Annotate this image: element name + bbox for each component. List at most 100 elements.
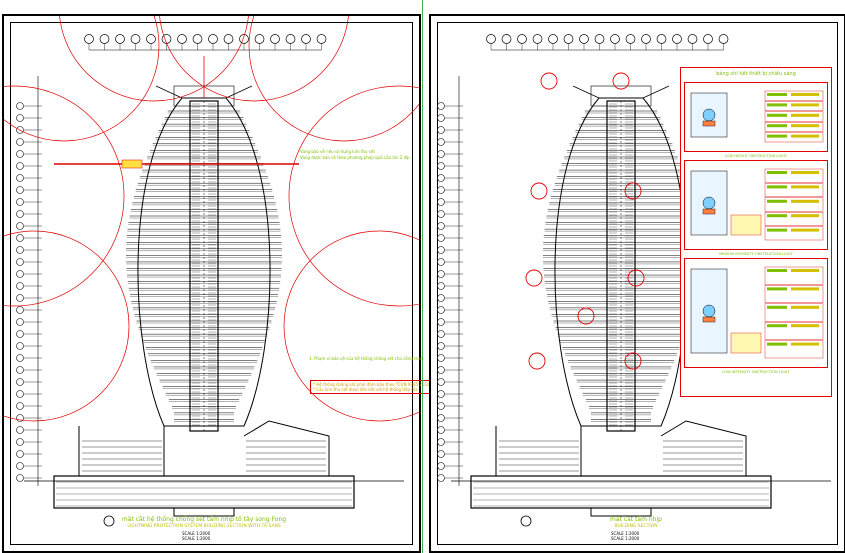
rolling-sphere-arc: [4, 85, 125, 307]
foundation: [590, 508, 652, 517]
level-bubble: [437, 162, 445, 170]
right-sheet-title: mặt cắt tầm nhịp: [610, 516, 662, 523]
left-sheet-inner-border: [10, 22, 413, 545]
tower-crown: [572, 85, 670, 99]
obstruction-light-mark: [624, 182, 642, 200]
grid-bubble: [501, 34, 512, 44]
level-bubble: [16, 102, 24, 110]
legend-section-low-height: LOW HEIGHT OBSTRUCTION LIGHT: [684, 82, 828, 158]
level-bubble: [437, 282, 445, 290]
level-bubble: [437, 366, 445, 374]
grid-bubble: [270, 34, 280, 44]
legend-detail-2: [690, 168, 824, 241]
grid-bubble: [563, 34, 574, 44]
level-bubble: [437, 234, 445, 242]
legend-table-text: [791, 199, 819, 203]
grid-bubble: [594, 34, 605, 44]
level-bubble: [16, 222, 24, 230]
light-fixture-icon: [702, 108, 716, 122]
obstruction-light-mark: [525, 269, 543, 287]
left-sheet-subtitle: LIGHTNING PROTECTION SYSTEM BUILDING SEC…: [127, 524, 281, 529]
level-bubble: [437, 198, 445, 206]
level-bubble: [16, 366, 24, 374]
level-bubble: [16, 342, 24, 350]
level-bubble: [16, 438, 24, 446]
level-bubble: [437, 270, 445, 278]
light-base-icon: [702, 316, 716, 323]
grid-bubble: [517, 34, 527, 44]
grid-axis-bubbles-right: [486, 34, 729, 51]
legend-table-text: [767, 324, 787, 328]
grid-bubble: [672, 34, 682, 44]
grid-bubble: [610, 34, 620, 44]
tower-section-right: [451, 85, 831, 527]
level-bubble: [16, 210, 24, 218]
grid-bubble: [548, 34, 558, 44]
level-bubble: [16, 114, 24, 122]
legend-table-text: [767, 305, 787, 309]
legend-title: bảng chi tiết thiết bị chiếu sáng: [716, 71, 796, 77]
grid-bubble: [486, 34, 496, 44]
basement: [53, 475, 355, 509]
level-bubble: [437, 126, 445, 134]
note-lightning-requirements: * Hệ thống chống sét phải đảm bảo theo T…: [310, 380, 433, 394]
obstruction-light-mark: [627, 269, 645, 287]
level-bubble: [16, 294, 24, 302]
legend-table-text: [767, 134, 787, 138]
grid-bubble: [115, 34, 125, 44]
legend-detail-1: [690, 90, 824, 143]
legend-table-text: [791, 287, 819, 291]
grid-bubble: [285, 34, 296, 44]
level-markers-left: [16, 76, 42, 486]
tower-section-left: [24, 85, 404, 527]
level-bubble: [437, 378, 445, 386]
grid-bubble: [656, 34, 667, 44]
legend-table-text: [791, 124, 819, 128]
obstruction-light-legend: bảng chi tiết thiết bị chiếu sáng LOW HE…: [680, 67, 832, 397]
legend-table-text: [791, 324, 819, 328]
level-bubble: [437, 402, 445, 410]
level-bubble: [437, 414, 445, 422]
legend-table-text: [767, 124, 787, 128]
level-bubble: [16, 186, 24, 194]
grid-bubble: [239, 34, 249, 44]
level-bubble: [16, 246, 24, 254]
legend-table-text: [791, 93, 819, 96]
tower-crown: [155, 85, 253, 99]
level-bubble: [437, 354, 445, 362]
legend-table-text: [791, 228, 819, 232]
grid-axis-bubbles-left: [84, 34, 327, 51]
obstruction-light-mark: [530, 182, 548, 200]
grid-bubble: [532, 34, 543, 44]
legend-detail-3: [690, 266, 824, 359]
rolling-sphere-arc: [283, 230, 419, 422]
level-bubble: [437, 246, 445, 254]
legend-table-text: [767, 171, 787, 174]
building-section-drawing: [437, 34, 831, 527]
podium-left: [78, 426, 165, 477]
level-bubble: [437, 258, 445, 266]
legend-table-text: [791, 103, 819, 107]
level-bubble: [16, 258, 24, 266]
legend-table-text: [791, 185, 819, 189]
rolling-sphere-arc: [159, 16, 349, 102]
grid-bubble: [718, 34, 729, 44]
level-bubble: [16, 150, 24, 158]
level-bubble: [16, 270, 24, 278]
level-bubble: [16, 354, 24, 362]
legend-note-box: [730, 332, 762, 354]
lightning-protection-section-drawing: [4, 16, 419, 527]
light-base-icon: [702, 208, 716, 215]
light-fixture-icon: [702, 196, 716, 210]
level-bubble: [437, 294, 445, 302]
legend-table-text: [767, 228, 787, 232]
level-bubble: [16, 318, 24, 326]
grid-bubble: [687, 34, 698, 44]
legend-note-box: [730, 214, 762, 236]
grid-bubble: [703, 34, 713, 44]
left-drawing-sheet: Vùng bảo vệ nếu sử dụng kim thu sét Vùng…: [2, 14, 433, 553]
level-bubble: [437, 330, 445, 338]
level-bubble: [437, 450, 445, 458]
legend-table-text: [767, 199, 787, 203]
level-bubble: [16, 474, 24, 482]
